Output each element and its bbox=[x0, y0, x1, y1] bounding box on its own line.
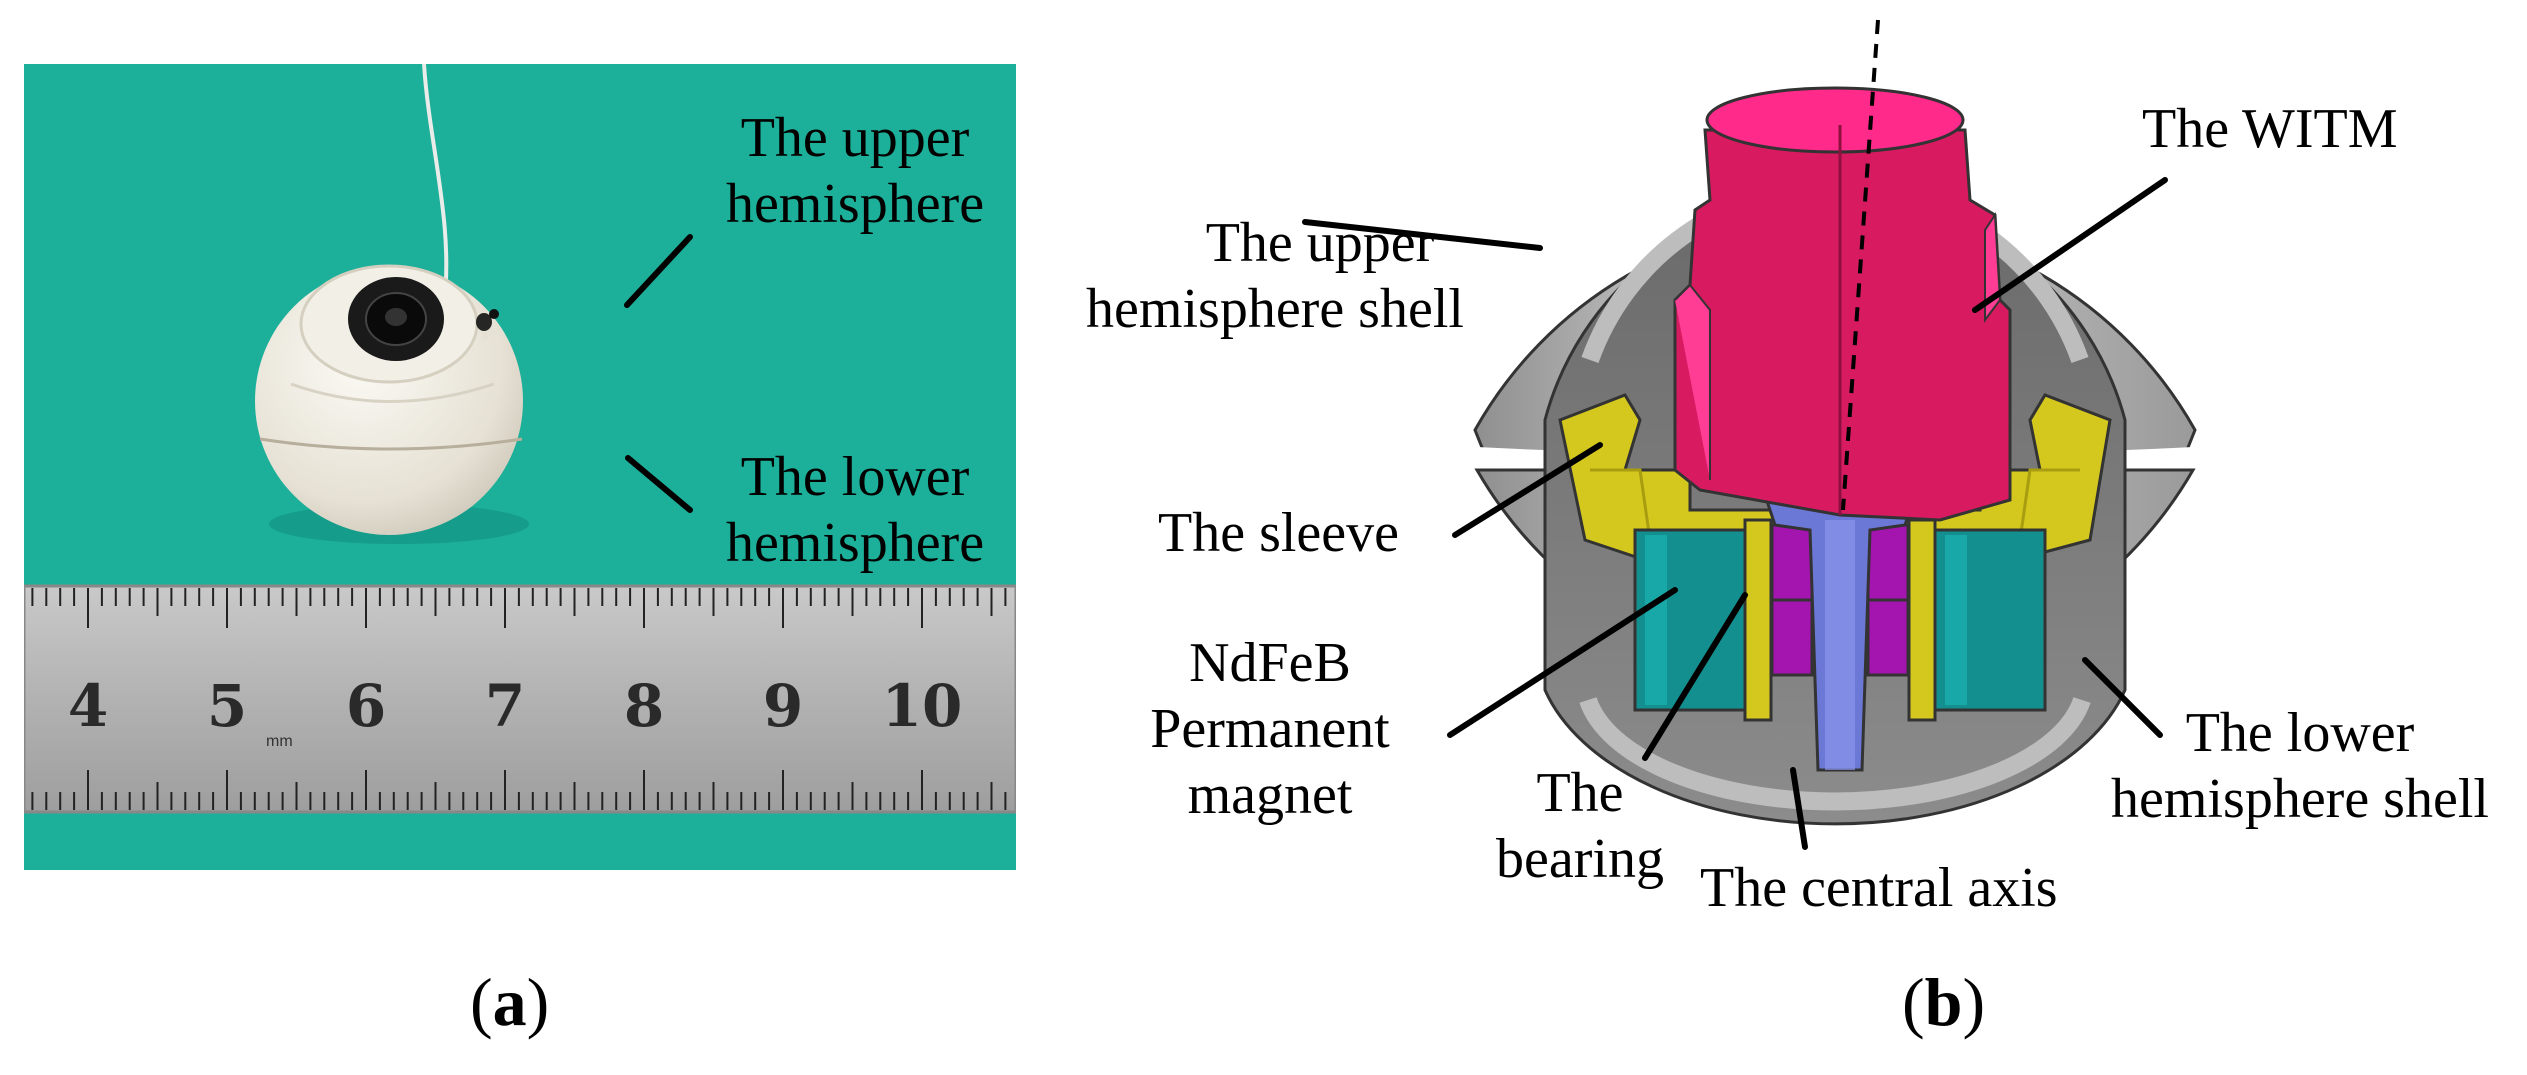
label-upper-shell-line2: hemisphere shell bbox=[1086, 278, 1464, 340]
photo-panel: 4 5 6 7 8 9 10 mm bbox=[24, 64, 1016, 870]
label-lower-hemisphere-line2: hemisphere bbox=[725, 512, 985, 574]
label-bearing-line1: The bbox=[1536, 762, 1624, 824]
label-upper-hemisphere-line2: hemisphere bbox=[725, 173, 985, 235]
label-bearing: The bearing bbox=[1480, 760, 1680, 892]
ruler-number: 8 bbox=[624, 672, 664, 740]
ruler-number: 5 bbox=[207, 672, 247, 740]
panel-label-b: (b) bbox=[1902, 964, 1986, 1040]
label-upper-shell-line1: The upper bbox=[1205, 212, 1435, 274]
label-bearing-line2: bearing bbox=[1496, 828, 1664, 890]
label-central-axis: The central axis bbox=[1700, 857, 2058, 919]
label-upper-hemisphere-shell: The upper hemisphere shell bbox=[1060, 210, 1490, 342]
label-witm: The WITM bbox=[2142, 98, 2398, 160]
label-upper-hemisphere: The upper hemisphere bbox=[695, 105, 1015, 237]
label-magnet-line2: Permanent bbox=[1150, 698, 1390, 760]
label-magnet-line1: NdFeB bbox=[1189, 632, 1351, 694]
ball-device bbox=[255, 264, 529, 544]
ruler-unit: mm bbox=[266, 733, 293, 750]
label-sleeve: The sleeve bbox=[1158, 502, 1399, 564]
witm bbox=[1673, 86, 2012, 522]
ruler: 4 5 6 7 8 9 10 mm bbox=[24, 584, 1016, 814]
label-lower-hemisphere-shell: The lower hemisphere shell bbox=[2080, 700, 2520, 832]
label-lower-shell-line2: hemisphere shell bbox=[2111, 768, 2489, 830]
hemisphere-seam bbox=[259, 437, 523, 451]
device-photo: 4 5 6 7 8 9 10 mm bbox=[24, 64, 1016, 870]
label-lower-shell-line1: The lower bbox=[2185, 702, 2415, 764]
panel-label-a: (a) bbox=[470, 964, 550, 1040]
label-ndfeb-magnet: NdFeB Permanent magnet bbox=[1120, 630, 1420, 828]
ruler-number: 4 bbox=[68, 672, 108, 740]
label-upper-hemisphere-line1: The upper bbox=[740, 107, 970, 169]
label-lower-hemisphere-line1: The lower bbox=[740, 446, 970, 508]
ruler-number: 6 bbox=[346, 672, 386, 740]
label-magnet-line3: magnet bbox=[1187, 764, 1353, 826]
central-axis bbox=[1757, 478, 1923, 772]
wire bbox=[422, 64, 449, 305]
ruler-number: 7 bbox=[485, 672, 525, 740]
label-lower-hemisphere: The lower hemisphere bbox=[695, 444, 1015, 576]
ruler-number: 9 bbox=[763, 672, 803, 740]
central-axis-dashed-line bbox=[1841, 19, 1880, 511]
ruler-number: 10 bbox=[882, 672, 963, 740]
